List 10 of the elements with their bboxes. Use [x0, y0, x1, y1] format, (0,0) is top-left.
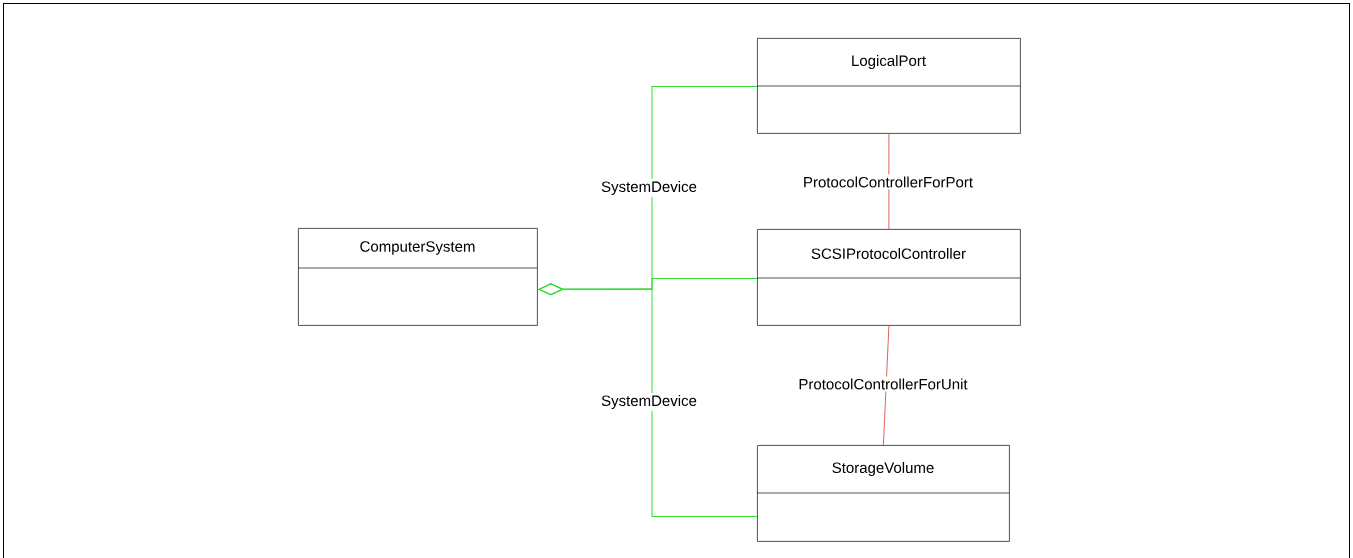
class-box: StorageVolume [756, 445, 1010, 542]
class-box: SCSIProtocolController [756, 229, 1021, 326]
class-box: ComputerSystem [297, 228, 538, 326]
edge-label: SystemDevice [599, 393, 699, 411]
class-box: LogicalPort [756, 38, 1021, 134]
connector [538, 283, 758, 517]
connector [882, 325, 890, 446]
edge-label: ProtocolControllerForPort [801, 174, 976, 190]
edge-label: ProtocolControllerForUnit [796, 376, 970, 392]
edge-label: SystemDevice [599, 179, 699, 197]
